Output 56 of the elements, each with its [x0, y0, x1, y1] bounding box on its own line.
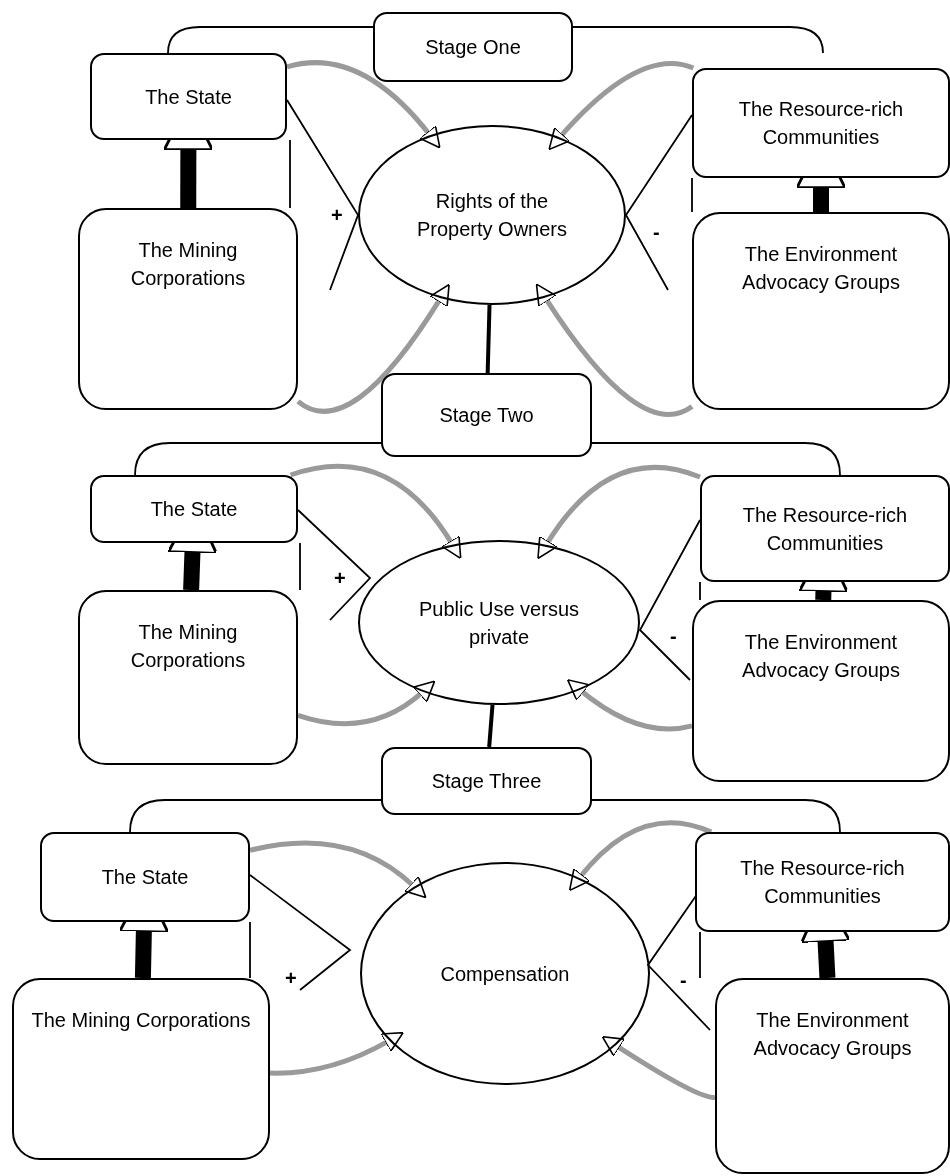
- actor-box: [700, 475, 950, 582]
- sign-label: +: [334, 568, 346, 588]
- node-label: Stage Three: [431, 769, 542, 794]
- node-label: The Mining Corporations: [31, 1008, 251, 1033]
- node-label: The State: [101, 865, 189, 890]
- curved-arrow: [601, 1035, 716, 1100]
- node-label: The Resource-rich Communities: [739, 856, 906, 909]
- actor-box: [695, 832, 950, 932]
- topic-ellipse: [358, 125, 626, 305]
- curved-arrow: [536, 464, 701, 559]
- node-label: The Environment Advocacy Groups: [741, 242, 901, 295]
- actor-box: [78, 590, 298, 765]
- topic-ellipse: [358, 540, 640, 705]
- sign-label: -: [680, 970, 687, 990]
- actor-box: [90, 53, 287, 140]
- node-label: The Resource-rich Communities: [741, 502, 909, 556]
- stage-box: [381, 373, 592, 457]
- actor-box: [692, 68, 950, 178]
- curved-arrow: [289, 463, 462, 559]
- curved-arrow: [535, 283, 694, 417]
- sign-label: +: [331, 205, 343, 225]
- curved-arrow: [296, 283, 451, 414]
- node-label: The Environment Advocacy Groups: [752, 1008, 913, 1061]
- actor-box: [78, 208, 298, 410]
- curved-arrow: [566, 679, 693, 732]
- sign-label: +: [285, 968, 297, 988]
- curved-arrow: [297, 680, 436, 727]
- node-label: Stage Two: [439, 403, 534, 428]
- node-label: Stage One: [425, 35, 521, 60]
- stage-box: [381, 747, 592, 815]
- curved-arrow: [249, 840, 428, 898]
- node-label: The Resource-rich Communities: [737, 97, 905, 150]
- stage-box: [373, 12, 573, 82]
- topic-ellipse: [360, 862, 650, 1085]
- connector-line: [485, 304, 492, 374]
- sign-label: -: [670, 626, 677, 646]
- actor-box: [692, 600, 950, 782]
- sign-label: -: [653, 222, 660, 242]
- node-label: The Environment Advocacy Groups: [741, 630, 901, 683]
- node-label: The Mining Corporations: [129, 620, 247, 673]
- curved-arrow: [270, 1032, 405, 1076]
- node-label: Rights of the Property Owners: [415, 189, 569, 242]
- node-label: The Mining Corporations: [129, 238, 247, 291]
- node-label: The State: [150, 497, 238, 522]
- actor-box: [692, 212, 950, 410]
- curved-arrow: [568, 820, 713, 891]
- node-label: Compensation: [440, 961, 570, 987]
- actor-box: [90, 475, 298, 543]
- connector-line: [487, 704, 495, 748]
- curved-arrow: [548, 61, 695, 150]
- node-label: Public Use versus private: [417, 596, 581, 650]
- curved-arrow: [286, 60, 441, 149]
- actor-box: [40, 832, 250, 922]
- actor-box: [715, 978, 950, 1174]
- actor-box: [12, 978, 270, 1160]
- node-label: The State: [145, 84, 232, 110]
